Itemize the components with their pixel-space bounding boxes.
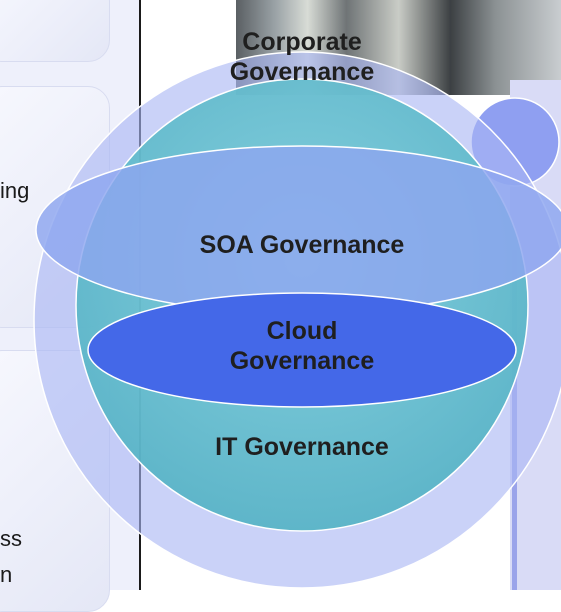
side-text-1: ing <box>0 178 30 203</box>
corporate-label-line2: Governance <box>229 58 375 86</box>
side-text-2: ss <box>0 526 22 551</box>
cloud-governance-ellipse <box>87 292 517 408</box>
corporate-governance-label: Corporate Governance <box>196 27 408 87</box>
side-text-3: n <box>0 562 13 587</box>
left-box-top <box>0 0 110 62</box>
soa-governance-label: SOA Governance <box>199 231 405 259</box>
cloud-label-line1: Cloud <box>266 317 338 345</box>
cloud-governance-label: Cloud Governance <box>196 316 408 376</box>
corporate-label-line1: Corporate <box>242 28 362 56</box>
cloud-label-line2: Governance <box>229 347 375 375</box>
it-governance-label: IT Governance <box>215 433 389 461</box>
governance-diagram <box>33 51 561 589</box>
